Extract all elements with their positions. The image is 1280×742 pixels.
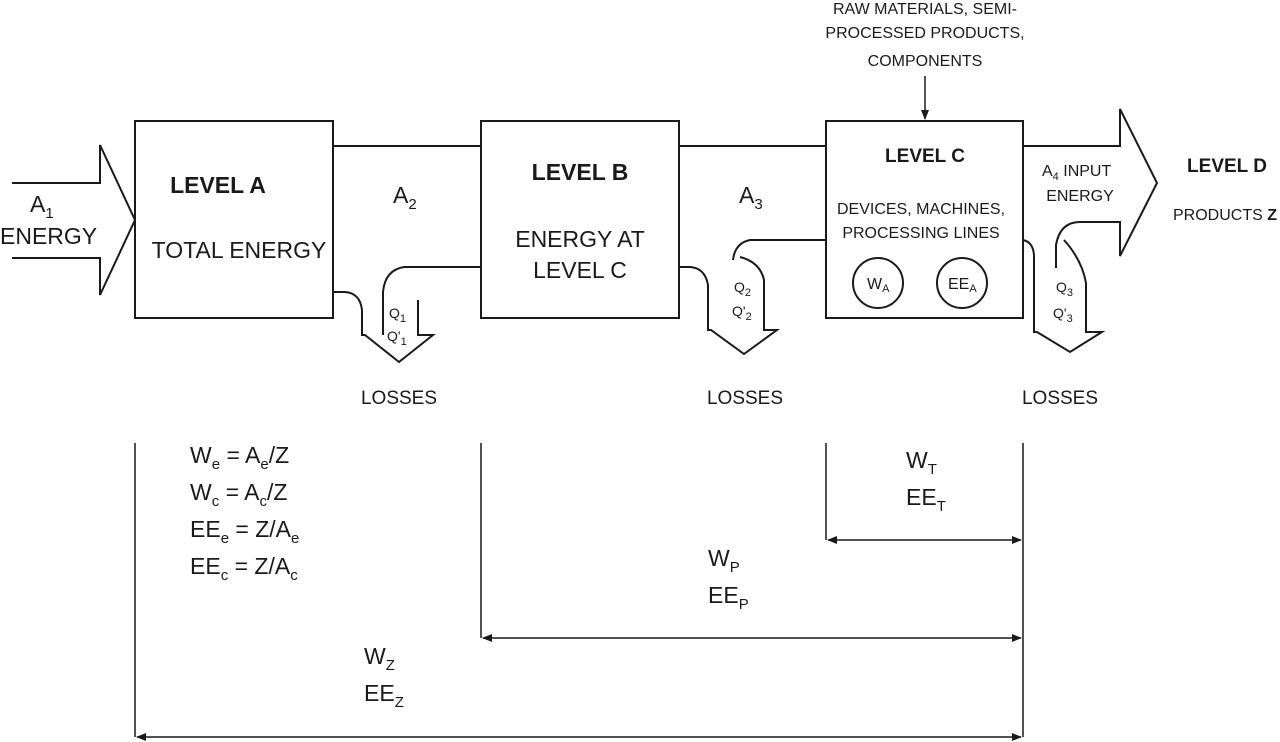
- level-a-subtitle: TOTAL ENERGY: [152, 237, 327, 263]
- wt-label: WT: [906, 447, 937, 478]
- a3-label: A3: [739, 182, 763, 213]
- raw-materials-line1: RAW MATERIALS, SEMI-: [833, 1, 1017, 18]
- eep-label: EEP: [708, 582, 749, 613]
- channel-a3-bottom: [732, 239, 826, 261]
- loss-arrow-3: [1022, 239, 1106, 354]
- qp2-label: Q'2: [732, 303, 752, 323]
- a4-energy-label: ENERGY: [1046, 188, 1114, 205]
- a1-label: A1: [30, 191, 54, 222]
- raw-materials-line2: PROCESSED PRODUCTS,: [825, 25, 1024, 42]
- level-b-box: [480, 120, 680, 319]
- formula-eee: EEe = Z/Ae: [190, 516, 299, 547]
- a4-label: A4 INPUT: [1042, 163, 1111, 183]
- formula-wc: Wc = Ac/Z: [190, 479, 287, 510]
- level-b-subtitle-line1: ENERGY AT: [515, 226, 645, 252]
- level-c-line1: DEVICES, MACHINES,: [837, 201, 1005, 218]
- level-b-title: LEVEL B: [532, 159, 629, 185]
- eea-label: EEA: [948, 276, 977, 295]
- level-d-title: LEVEL D: [1187, 156, 1267, 177]
- a2-label: A2: [393, 182, 417, 213]
- losses-label-3: LOSSES: [1022, 388, 1098, 409]
- level-a-title: LEVEL A: [170, 172, 266, 198]
- wa-circle: [852, 257, 904, 309]
- loss-arrow-1: [333, 291, 436, 364]
- eez-label: EEZ: [364, 680, 404, 711]
- channel-a2-bottom: [382, 266, 481, 335]
- input-arrow-a1: [12, 144, 137, 296]
- level-c-line2: PROCESSING LINES: [842, 225, 999, 242]
- losses-label-2: LOSSES: [707, 388, 783, 409]
- qp1-label: Q'1: [387, 328, 407, 348]
- q1-label: Q1: [389, 305, 406, 325]
- wa-label: WA: [867, 276, 890, 295]
- level-a-box: [134, 120, 334, 319]
- level-b-subtitle-line2: LEVEL C: [533, 257, 627, 283]
- qp3-label: Q'3: [1053, 305, 1073, 325]
- eet-label: EET: [906, 484, 946, 515]
- formula-we: We = Ae/Z: [190, 442, 289, 473]
- q2-label: Q2: [734, 279, 751, 299]
- level-c-title: LEVEL C: [885, 146, 965, 167]
- losses-label-1: LOSSES: [361, 388, 437, 409]
- wp-label: WP: [708, 545, 740, 576]
- products-label: PRODUCTS Z: [1173, 207, 1277, 224]
- raw-materials-line3: COMPONENTS: [868, 53, 983, 70]
- eea-circle: [936, 257, 988, 309]
- energy-input-label: ENERGY: [0, 223, 97, 249]
- formula-eec: EEc = Z/Ac: [190, 553, 298, 584]
- wz-label: WZ: [364, 643, 395, 674]
- output-arrow-a4: [1023, 108, 1159, 268]
- q3-label: Q3: [1056, 279, 1073, 299]
- loss-arrow-2: [679, 256, 781, 356]
